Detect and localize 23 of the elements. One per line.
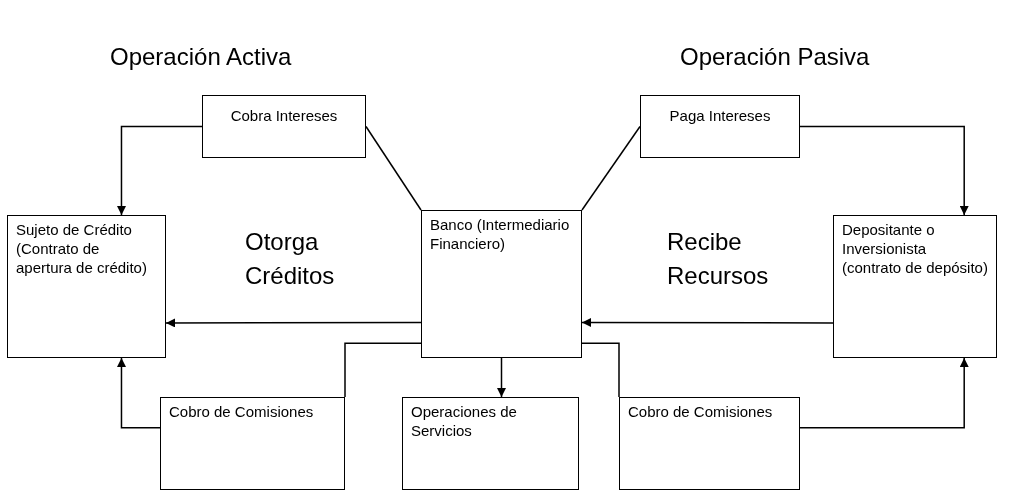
arrow — [581, 318, 834, 327]
arrow — [117, 125, 203, 216]
process-box: Depositante o Inversionista (contrato de depósito) — [833, 215, 997, 358]
flow-label: Recibe Recursos — [667, 227, 770, 291]
flow-label: Otorga Créditos — [245, 227, 336, 291]
arrow — [799, 125, 969, 216]
process-box: Banco (Intermediario Financiero) — [421, 210, 582, 358]
connector-line — [581, 125, 641, 211]
section-heading: Operación Pasiva — [680, 42, 871, 72]
process-box: Paga Intereses — [640, 95, 800, 158]
arrow — [165, 318, 422, 328]
arrow — [799, 357, 969, 429]
arrow — [117, 357, 161, 429]
connector-line — [365, 125, 422, 211]
process-box: Cobra Intereses — [202, 95, 366, 158]
connector-line — [344, 342, 422, 398]
arrow — [497, 357, 506, 398]
process-box: Operaciones de Servicios — [402, 397, 579, 490]
process-box: Cobro de Comisiones — [619, 397, 800, 490]
connector-line — [581, 342, 620, 398]
process-box: Sujeto de Crédito (Contrato de apertura de crédito) — [7, 215, 166, 358]
section-heading: Operación Activa — [110, 42, 293, 72]
process-box: Cobro de Comisiones — [160, 397, 345, 490]
